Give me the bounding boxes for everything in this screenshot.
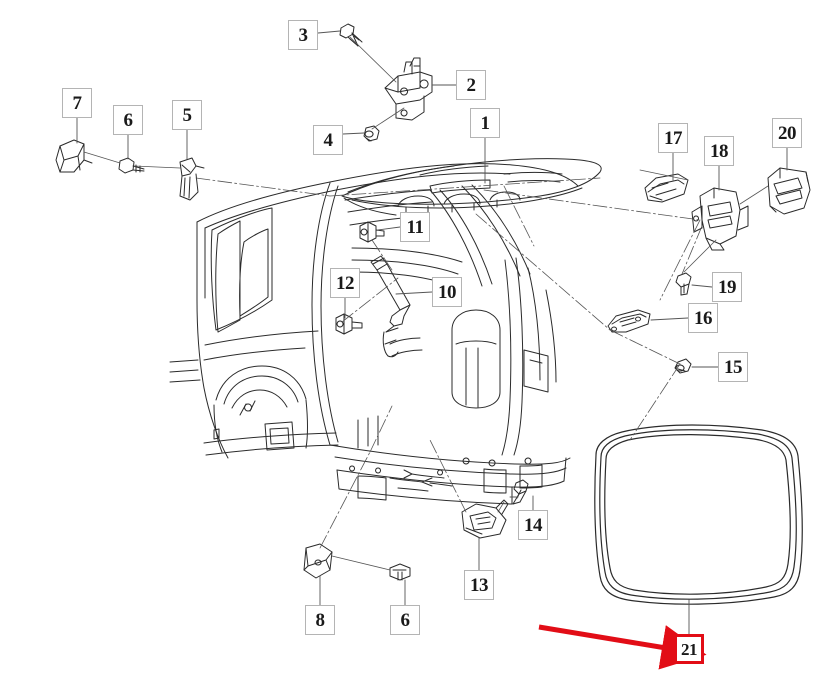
callout-label: 19 [718,276,737,298]
callout-5[interactable]: 5 [172,100,202,130]
part-8-trim-cap-lower [303,543,333,579]
part-5-side-clip [179,157,205,201]
leader-lines [76,30,788,635]
part-11-ball-stud-upper [359,221,385,243]
part-13-latch-striker [461,499,509,539]
callout-label: 6 [123,109,134,131]
callout-15[interactable]: 15 [718,352,748,382]
callout-label: 6 [400,609,411,631]
callout-label: 8 [315,609,326,631]
assembly-connector-lines [83,36,769,571]
callout-19[interactable]: 19 [712,272,742,302]
callout-label: 11 [406,216,424,238]
callout-label: 18 [710,140,729,162]
callout-8[interactable]: 8 [305,605,335,635]
callout-10[interactable]: 10 [432,277,462,307]
vehicle-body-outline [169,163,579,505]
part-7-trim-cap [55,139,93,173]
callout-label: 16 [694,307,713,329]
callout-label: 7 [72,92,83,114]
callout-6[interactable]: 6 [113,105,143,135]
assembly-axis-lines [195,177,703,549]
callout-label: 15 [724,356,743,378]
part-21-tailgate-weatherstrip-seal [594,424,803,605]
callout-18[interactable]: 18 [704,136,734,166]
part-1-tailgate-panel [341,158,602,216]
part-20-mounting-clip-b [767,167,811,215]
callout-6[interactable]: 6 [390,605,420,635]
callout-label: 4 [323,129,334,151]
callout-label: 12 [336,272,355,294]
callout-3[interactable]: 3 [288,20,318,50]
callout-label: 1 [480,112,491,134]
callout-label: 17 [664,127,683,149]
callout-1[interactable]: 1 [470,108,500,138]
part-15-retainer-grommet [674,358,692,374]
part-19-clip-screw [675,272,692,296]
callout-label: 20 [778,122,797,144]
callout-20[interactable]: 20 [772,118,802,148]
callout-2[interactable]: 2 [456,70,486,100]
callout-17[interactable]: 17 [658,123,688,153]
red-pointer-arrow [538,624,707,670]
callout-21[interactable]: 21 [674,634,704,664]
part-16-bump-stop-pad [607,309,651,333]
callout-12[interactable]: 12 [330,268,360,298]
callout-14[interactable]: 14 [518,510,548,540]
part-10-gas-strut [370,255,411,358]
part-4-hinge-nut [363,125,380,142]
part-6-trim-screw-lower [389,563,411,581]
callout-label: 5 [182,104,193,126]
callout-label: 3 [298,24,309,46]
callout-7[interactable]: 7 [62,88,92,118]
callout-4[interactable]: 4 [313,125,343,155]
callout-label: 21 [681,639,698,659]
part-2-hinge-bracket [384,57,433,121]
callout-11[interactable]: 11 [400,212,430,242]
callout-label: 2 [466,74,477,96]
part-3-hinge-bolt [339,23,363,47]
part-6-trim-screw-upper [118,157,145,174]
callout-13[interactable]: 13 [464,570,494,600]
part-18-mounting-clip-a [691,187,749,251]
part-17-side-trim [644,173,689,203]
callout-label: 14 [524,514,543,536]
callout-label: 13 [470,574,489,596]
callout-label: 10 [438,281,457,303]
callout-16[interactable]: 16 [688,303,718,333]
